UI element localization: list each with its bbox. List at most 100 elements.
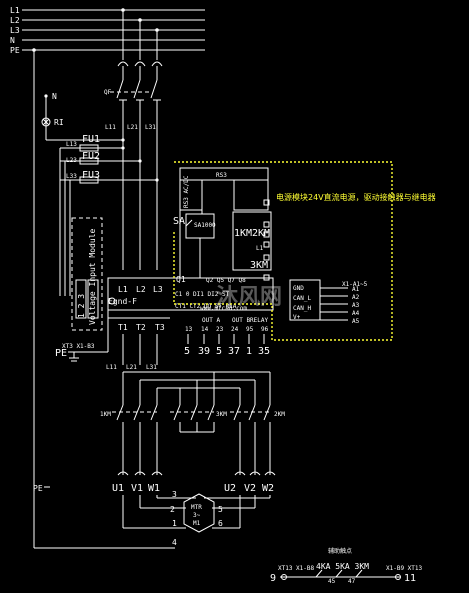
controller-relay: RELAY [250, 317, 268, 324]
module-in-l1: L1 [118, 285, 128, 294]
bus-label-n: N [10, 36, 15, 45]
lamp-icon [41, 117, 51, 127]
circuit-breaker: QF L11 L21 L31 [104, 10, 163, 270]
fuse-1-label: FU1 [82, 134, 100, 145]
fuse-wire-l33: L33 [66, 173, 77, 180]
aux-relays: 4KA 5KA 3KM [316, 562, 369, 571]
bus-label-l3: L3 [10, 26, 20, 35]
coil-2km: 2KM [252, 228, 270, 239]
contactor-blades [112, 404, 271, 421]
module-title: Voltage Input Module [88, 228, 97, 325]
module-pe-label: PE [55, 348, 67, 359]
comm-gnd: GND [293, 285, 304, 292]
module-pins: 1 2 3 [77, 294, 86, 318]
motor-sub2: M1 [193, 520, 201, 527]
terminal-w1: W1 [148, 483, 160, 494]
contactor-3km: 3KM [216, 411, 227, 418]
code-37: 37 [228, 346, 240, 357]
coil-1km: 1KM [234, 228, 252, 239]
code-39: 39 [198, 346, 210, 357]
code-5a: 5 [184, 346, 190, 357]
watermark: 沐风网 www.mfcad.com [200, 285, 282, 312]
module-in-l2: L2 [136, 285, 146, 294]
note-xt-label: X1-A1~5 [342, 281, 368, 288]
watermark-text: 沐风网 [216, 285, 282, 310]
pin-23: 23 [216, 326, 224, 333]
xt-a3: A3 [352, 302, 360, 309]
ring-pin-1: 1 [172, 519, 177, 528]
bus-label-l1: L1 [10, 6, 20, 15]
xt-a4: A4 [352, 310, 360, 317]
ring-pin-5: 5 [218, 505, 223, 514]
pin-95: 95 [246, 326, 254, 333]
aux-contacts: 辅助触点 4KA 5KA 3KM XT13 X1-B8 X1-B9 XT13 9… [270, 547, 423, 585]
aux-left-xt: XT13 X1-B8 [278, 565, 315, 572]
main-module: L1 L2 L3 Egnd-F T1 T2 T3 PE XT3 X1-B3 [55, 277, 274, 365]
aux-mid-47: 47 [348, 578, 356, 585]
fuse-1-icon [79, 144, 99, 152]
contactor-1km: 1KM [100, 411, 111, 418]
controller-terms-mid: C1 0 DI1 DI2 ST [175, 291, 230, 298]
terminal-u2: U2 [224, 483, 236, 494]
controller-out-b: OUT B [232, 317, 250, 324]
neutral-label: N [52, 92, 57, 101]
aux-right-num: 11 [404, 573, 416, 584]
indicator-branch: N RI [41, 92, 123, 141]
breaker-out-l11: L11 [105, 124, 116, 131]
code-5b: 5 [216, 346, 222, 357]
controller-terms-bot: CT1 CT2 DO ST RLA [175, 303, 237, 310]
breaker-out-l31: L31 [145, 124, 156, 131]
xt-a2: A2 [352, 294, 360, 301]
fuse-3-icon [79, 176, 99, 184]
terminal-v1: V1 [131, 483, 143, 494]
fuse-2-icon [79, 157, 99, 165]
module-xt-label: XT3 X1-B3 [62, 343, 95, 350]
module-out-t3: T3 [155, 323, 165, 332]
motor-label: MTR [191, 504, 202, 511]
breaker-label: QF [104, 89, 112, 96]
switch-sa-label: SA [173, 216, 185, 227]
module-out-t2: T2 [136, 323, 146, 332]
module-out-t1: T1 [118, 323, 128, 332]
terminal-u1: U1 [112, 483, 124, 494]
breaker-out-l21: L21 [127, 124, 138, 131]
aux-right-xt: X1-B9 XT13 [386, 565, 423, 572]
comm-block: GND CAN_L CAN_H V+ A1 A2 A3 A4 A5 [289, 279, 360, 325]
module-egnd: Egnd-F [108, 297, 137, 306]
controller-left-text: RS3 AC/DC [183, 175, 190, 208]
xt-a1: A1 [352, 286, 360, 293]
power-supply-note-region: 电源模块24V直流电源，驱动接触器与继电器 X1-A1~5 [173, 161, 436, 341]
pin-96: 96 [261, 326, 269, 333]
terminal-v2: V2 [244, 483, 256, 494]
fuse-wire-l13: L13 [66, 141, 77, 148]
bus-label-pe: PE [10, 46, 20, 55]
controller-l1: L1 [256, 245, 264, 252]
ring-pin-6: 6 [218, 519, 223, 528]
fuse-wire-l23: L23 [66, 157, 77, 164]
pe-conductor: PE [33, 50, 175, 549]
comm-vplus: V+ [293, 314, 301, 321]
code-35: 35 [258, 346, 270, 357]
pin-24: 24 [231, 326, 239, 333]
motor-wire-l11: L11 [106, 364, 117, 371]
coil-3km: 3KM [250, 260, 268, 271]
controller: RS3 RS3 AC/DC 1KM 2KM 3KM L1 SA SA1000 Q… [173, 167, 272, 357]
controller-out-a: OUT A [202, 317, 220, 324]
fuse-2-label: FU2 [82, 151, 100, 162]
lamp-label: RI [54, 118, 64, 127]
ring-pin-4: 4 [172, 538, 177, 547]
controller-header: RS3 [216, 172, 227, 179]
watermark-url: www.mfcad.com [200, 305, 247, 312]
note-text: 电源模块24V直流电源，驱动接触器与继电器 [276, 192, 436, 202]
terminal-w2: W2 [262, 483, 274, 494]
fuse-3-label: FU3 [82, 170, 100, 181]
comm-can-l: CAN_L [293, 295, 311, 302]
fuse-group: FU1 FU2 FU3 L13 L23 L33 [59, 134, 157, 296]
voltage-input-module: Voltage Input Module 1 2 3 [71, 217, 103, 331]
pe-label-motor: PE [33, 484, 43, 493]
controller-q1: Q1 [176, 275, 186, 284]
aux-mid-45: 45 [328, 578, 336, 585]
bus-label-l2: L2 [10, 16, 20, 25]
